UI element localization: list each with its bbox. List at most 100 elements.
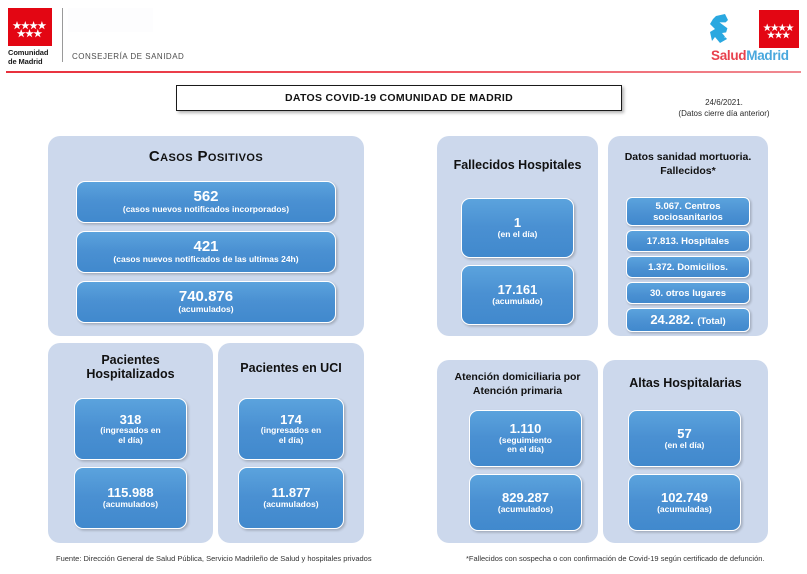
panel-pacientes-uci-title: Pacientes en UCI <box>240 361 342 375</box>
panel-atencion-domiciliaria: Atención domiciliaria por Atención prima… <box>437 360 598 543</box>
panel-title-line2: Hospitalizados <box>86 367 175 381</box>
panel-title-line1: Datos sanidad mortuoria. <box>624 151 752 163</box>
mortuary-row-place: (Total) <box>697 315 726 327</box>
stat-number: 562 <box>193 188 219 206</box>
mortuary-row-number: 30. <box>649 287 664 299</box>
panel-pacientes-hospitalizados: Pacientes Hospitalizados 318 (ingresados… <box>48 343 213 543</box>
stat-label: (acumulado) <box>492 296 543 307</box>
mortuary-row-text: 5.067. Centros sociosanitarios <box>627 201 749 223</box>
mortuary-row-text: 17.813. Hospitales <box>647 236 729 247</box>
stat-label: (acumulados) <box>178 304 234 315</box>
stat-box-casos-acumulados: 740.876 (acumulados) <box>76 281 336 323</box>
stat-box-casos-nuevos-24h: 421 (casos nuevos notificados de las ult… <box>76 231 336 273</box>
stat-label-line2: el día) <box>278 434 304 445</box>
stat-box-altas-dia: 57 (en el día) <box>628 410 741 467</box>
panel-sanidad-mortuoria: Datos sanidad mortuoria. Fallecidos* 5.0… <box>608 136 768 336</box>
stat-label-line1: (acumuladas) <box>657 503 712 514</box>
mortuary-row-place: Domicilios. <box>677 261 728 273</box>
footnote-asterisk: *Fallecidos con sospecha o con confirmac… <box>466 554 765 563</box>
stat-number: 421 <box>193 238 219 256</box>
salud-star-icon <box>710 13 747 43</box>
page-title: DATOS COVID-19 COMUNIDAD DE MADRID <box>176 85 622 111</box>
salud-word-madrid: Madrid <box>746 48 789 63</box>
stat-box-atencion-acumulados: 829.287 (acumulados) <box>469 474 582 531</box>
stat-label-line1: (en el día) <box>664 439 705 450</box>
stat-number: 1.110 <box>509 421 542 437</box>
stat-box-fallecidos-acumulado: 17.161 (acumulado) <box>461 265 574 325</box>
panel-fallecidos-hospitales: Fallecidos Hospitales 1 (en el día) 17.1… <box>437 136 598 336</box>
stat-label-line1: (ingresados en <box>100 425 161 436</box>
stat-label: (casos nuevos notificados incorporados) <box>122 204 290 215</box>
mortuary-row-number: 24.282. <box>650 311 694 327</box>
report-date-note: (Datos cierre día anterior) <box>678 109 770 118</box>
panel-atencion-domiciliaria-title: Atención domiciliaria por Atención prima… <box>437 360 598 398</box>
header-divider <box>62 8 63 62</box>
stat-label-line1: (acumulados) <box>263 499 319 510</box>
stat-label: (en el día) <box>497 229 538 240</box>
stat-box-hospitalizados-ingresados-dia: 318 (ingresados en el día) <box>74 398 187 460</box>
mortuary-row-number: 1.372. <box>648 261 675 273</box>
stat-box-fallecidos-dia: 1 (en el día) <box>461 198 574 258</box>
department-label: CONSEJERÍA DE SANIDAD <box>72 52 185 61</box>
madrid-flag-icon-small <box>759 10 799 48</box>
footnote-source: Fuente: Dirección General de Salud Públi… <box>56 554 372 563</box>
mortuary-row-domicilios: 1.372. Domicilios. <box>626 256 750 278</box>
comunidad-wordmark-line2: de Madrid <box>8 56 43 66</box>
seven-stars-icon-small <box>763 23 794 39</box>
mortuary-row-place: otros lugares <box>665 287 727 299</box>
panel-casos-positivos: Casos Positivos 562 (casos nuevos notifi… <box>48 136 364 336</box>
stat-label-line1: (acumulados) <box>497 503 554 514</box>
stat-number: 115.988 <box>107 485 154 501</box>
mortuary-row-text: 24.282. (Total) <box>650 311 726 327</box>
salud-madrid-logo: SaludMadrid <box>709 10 799 66</box>
mortuary-row-centros-sociosanitarios: 5.067. Centros sociosanitarios <box>626 197 750 226</box>
stat-label-line2: el día) <box>118 434 143 445</box>
stat-number: 829.287 <box>502 489 549 505</box>
panel-title-line2: Atención primaria <box>472 385 563 397</box>
panel-title-line2: Fallecidos* <box>660 165 716 177</box>
mortuary-row-hospitales: 17.813. Hospitales <box>626 230 750 252</box>
panel-pacientes-hospitalizados-title: Pacientes Hospitalizados <box>48 343 213 381</box>
comunidad-wordmark: Comunidad de Madrid <box>8 48 60 66</box>
mortuary-row-number: 5.067. <box>655 200 682 212</box>
stat-box-uci-acumulados: 11.877 (acumulados) <box>238 467 344 529</box>
madrid-flag-icon <box>8 8 52 46</box>
report-date-value: 24/6/2021. <box>705 98 743 107</box>
panel-pacientes-uci: Pacientes en UCI 174 (ingresados en el d… <box>218 343 364 543</box>
report-date: 24/6/2021. (Datos cierre día anterior) <box>649 97 799 119</box>
mortuary-row-text: 30. otros lugares <box>650 288 726 299</box>
panel-sanidad-mortuoria-title: Datos sanidad mortuoria. Fallecidos* <box>608 136 768 178</box>
stat-box-uci-ingresados-dia: 174 (ingresados en el día) <box>238 398 344 460</box>
stat-box-altas-acumuladas: 102.749 (acumuladas) <box>628 474 741 531</box>
stat-box-casos-nuevos-incorporados: 562 (casos nuevos notificados incorporad… <box>76 181 336 223</box>
panel-title-line1: Atención domiciliaria por <box>454 371 581 383</box>
salud-madrid-marks <box>709 10 799 48</box>
stat-number: 1 <box>513 215 522 231</box>
page-title-text: DATOS COVID-19 COMUNIDAD DE MADRID <box>285 92 513 104</box>
stat-label-line1: (acumulados) <box>102 499 159 510</box>
stat-box-hospitalizados-acumulados: 115.988 (acumulados) <box>74 467 187 529</box>
stat-number: 57 <box>677 425 692 441</box>
stat-label-line1: (ingresados en <box>260 425 322 436</box>
panel-altas-hospitalarias-title: Altas Hospitalarias <box>629 376 742 390</box>
seven-stars-icon <box>12 21 47 38</box>
stat-box-atencion-seguimiento-dia: 1.110 (seguimiento en el día) <box>469 410 582 467</box>
mortuary-row-place: Centros sociosanitarios <box>653 200 723 223</box>
comunidad-de-madrid-logo: Comunidad de Madrid <box>8 8 60 68</box>
panel-casos-positivos-title: Casos Positivos <box>148 148 264 165</box>
stat-number: 102.749 <box>661 489 708 505</box>
salud-word-salud: Salud <box>711 48 747 63</box>
stat-number: 17.161 <box>497 282 538 298</box>
mortuary-row-place: Hospitales <box>681 235 730 247</box>
stat-label-line1: (seguimiento <box>499 434 552 445</box>
salud-madrid-wordmark: SaludMadrid <box>711 48 789 63</box>
stat-number: 318 <box>119 411 142 427</box>
panel-altas-hospitalarias: Altas Hospitalarias 57 (en el día) 102.7… <box>603 360 768 543</box>
mortuary-row-number: 17.813. <box>646 235 679 247</box>
header-placeholder-box <box>68 8 153 32</box>
mortuary-row-total: 24.282. (Total) <box>626 308 750 332</box>
header-red-rule <box>6 71 801 74</box>
comunidad-wordmark-line1: Comunidad <box>8 48 49 57</box>
panel-fallecidos-hospitales-title: Fallecidos Hospitales <box>453 158 582 172</box>
stat-label: (casos nuevos notificados de las ultimas… <box>113 254 299 265</box>
